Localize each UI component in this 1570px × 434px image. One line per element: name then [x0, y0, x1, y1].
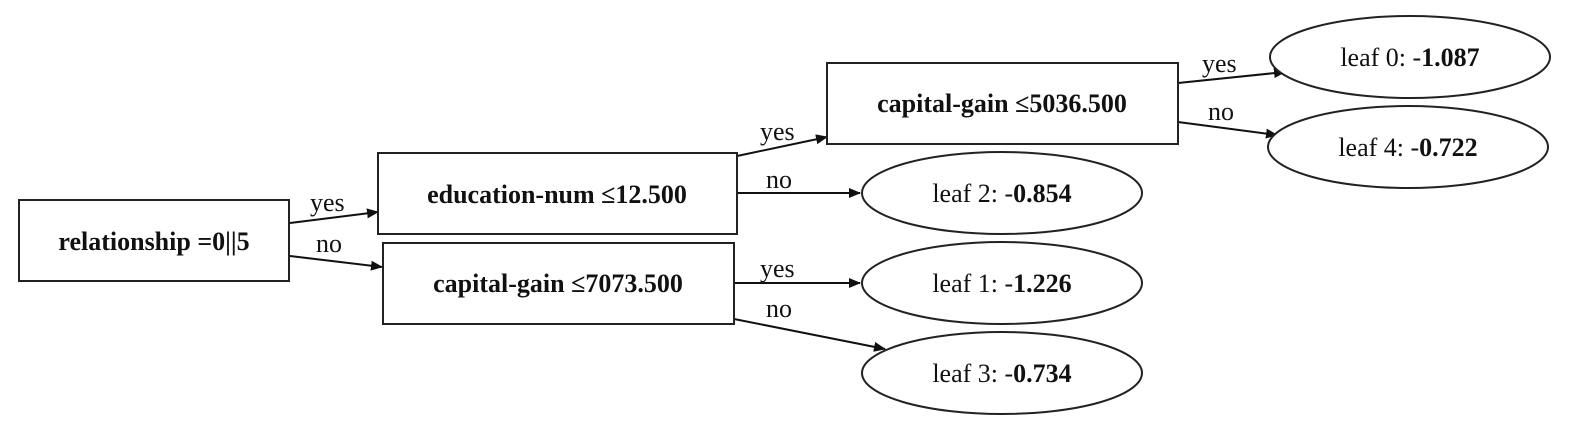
edge-cg1-no: no — [733, 294, 886, 352]
leaf-node-1: leaf 1: -1.226 — [861, 241, 1143, 325]
leaf-label-4: leaf 4: -0.722 — [1338, 133, 1477, 162]
leaf-node-4: leaf 4: -0.722 — [1267, 105, 1549, 189]
edge-label-cg2-no: no — [1208, 97, 1234, 126]
split-label-capital-gain-7073: capital-gain ≤7073.500 — [433, 269, 683, 298]
leaf-label-1: leaf 1: -1.226 — [932, 269, 1071, 298]
edge-root-yes: yes — [289, 188, 379, 224]
split-label-relationship: relationship =0||5 — [58, 227, 249, 256]
edge-edu-no: no — [737, 165, 861, 198]
edge-label-edu-no: no — [766, 165, 792, 194]
split-node-capital-gain-5036: capital-gain ≤5036.500 — [826, 62, 1179, 145]
split-node-capital-gain-7073: capital-gain ≤7073.500 — [382, 242, 735, 325]
edge-label-root-no: no — [316, 229, 342, 258]
edge-label-edu-yes: yes — [760, 117, 795, 146]
split-label-capital-gain-5036: capital-gain ≤5036.500 — [877, 89, 1127, 118]
leaf-node-2: leaf 2: -0.854 — [861, 151, 1143, 235]
leaf-label-3: leaf 3: -0.734 — [932, 359, 1071, 388]
split-node-relationship: relationship =0||5 — [18, 199, 290, 282]
leaf-label-2: leaf 2: -0.854 — [932, 179, 1071, 208]
edge-cg1-yes: yes — [734, 254, 861, 288]
edge-cg2-yes: yes — [1177, 49, 1286, 84]
edge-cg2-no: no — [1177, 97, 1278, 139]
edge-label-cg2-yes: yes — [1202, 49, 1237, 78]
leaf-node-3: leaf 3: -0.734 — [861, 331, 1143, 415]
edge-root-no: no — [289, 229, 383, 271]
edge-label-root-yes: yes — [310, 188, 345, 217]
leaf-node-0: leaf 0: -1.087 — [1269, 15, 1551, 99]
leaf-label-0: leaf 0: -1.087 — [1340, 43, 1479, 72]
edge-edu-yes: yes — [736, 117, 828, 157]
split-label-education-num: education-num ≤12.500 — [427, 180, 687, 209]
edge-label-cg1-yes: yes — [760, 254, 795, 283]
edge-label-cg1-no: no — [766, 294, 792, 323]
split-node-education-num: education-num ≤12.500 — [377, 152, 738, 235]
